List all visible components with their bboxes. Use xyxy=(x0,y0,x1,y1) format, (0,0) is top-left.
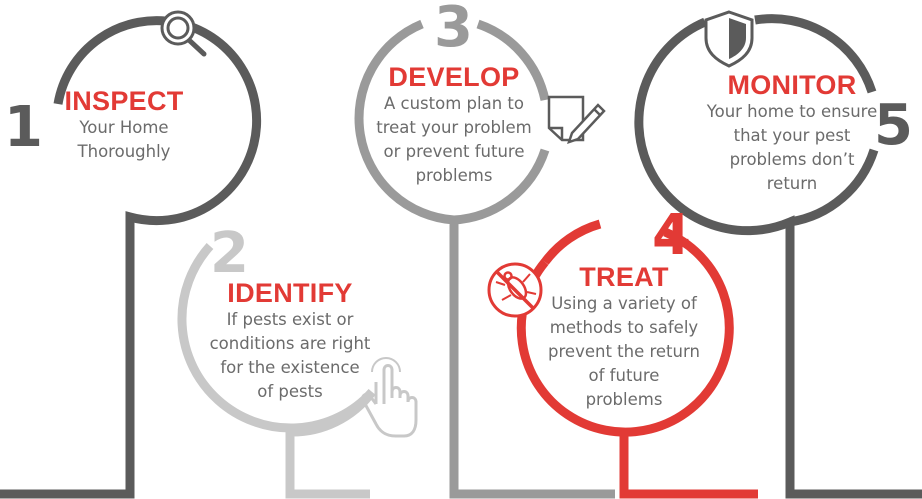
shield-icon xyxy=(704,10,754,68)
step-4-title: TREAT xyxy=(579,262,669,292)
step-3-line: A custom plan to xyxy=(384,94,524,113)
step-2-number: 2 xyxy=(210,221,249,286)
step-2-line: for the existence xyxy=(220,358,360,377)
magnifier-icon xyxy=(160,10,207,57)
step-1-title: INSPECT xyxy=(64,86,184,116)
step-4-line: methods to safely xyxy=(549,318,699,337)
step-3-line: treat your problem xyxy=(376,118,532,137)
step-5-ring xyxy=(634,14,922,499)
step-3-line: or prevent future xyxy=(383,142,525,161)
step-4-ring xyxy=(516,219,758,499)
step-5-line: Your home to ensure xyxy=(706,102,878,121)
step-3-description: A custom plan to treat your problem or p… xyxy=(362,92,546,188)
step-4-line: prevent the return xyxy=(548,342,700,361)
step-5-line: that your pest xyxy=(733,126,851,145)
step-5-title: MONITOR xyxy=(727,70,857,100)
step-1-line: Thoroughly xyxy=(77,142,171,161)
step-2-text: IDENTIFY If pests exist or conditions ar… xyxy=(196,278,384,404)
step-5-text: MONITOR Your home to ensure that your pe… xyxy=(692,70,892,196)
step-2-description: If pests exist or conditions are right f… xyxy=(196,308,384,404)
step-3-text: DEVELOP A custom plan to treat your prob… xyxy=(362,62,546,188)
step-1-description: Your Home Thoroughly xyxy=(44,116,204,164)
step-3-title: DEVELOP xyxy=(388,62,520,92)
step-3-line: problems xyxy=(415,166,493,185)
pointing-hand-icon xyxy=(361,357,418,438)
no-bug-icon xyxy=(487,262,543,318)
step-4-line: of future xyxy=(588,366,660,385)
step-2-line: If pests exist or xyxy=(226,310,354,329)
step-4-line: Using a variety of xyxy=(551,294,697,313)
document-pencil-icon xyxy=(547,95,606,144)
step-4-text: TREAT Using a variety of methods to safe… xyxy=(528,262,720,412)
step-4-number: 4 xyxy=(652,203,691,268)
step-1-line: Your Home xyxy=(79,118,169,137)
step-1-ring xyxy=(0,16,262,499)
step-2-line: of pests xyxy=(257,382,323,401)
step-2-line: conditions are right xyxy=(209,334,371,353)
step-4-line: problems xyxy=(585,390,663,409)
step-5-line: problems don’t xyxy=(729,150,855,169)
step-4-description: Using a variety of methods to safely pre… xyxy=(528,292,720,412)
step-3-number: 3 xyxy=(434,0,473,60)
step-2-title: IDENTIFY xyxy=(227,278,353,308)
step-5-line: return xyxy=(766,174,818,193)
step-5-description: Your home to ensure that your pest probl… xyxy=(692,100,892,196)
step-1-number: 1 xyxy=(4,95,43,160)
step-5-number: 5 xyxy=(874,93,913,158)
step-1-text: INSPECT Your Home Thoroughly xyxy=(44,86,204,164)
step-3-ring xyxy=(354,19,615,499)
